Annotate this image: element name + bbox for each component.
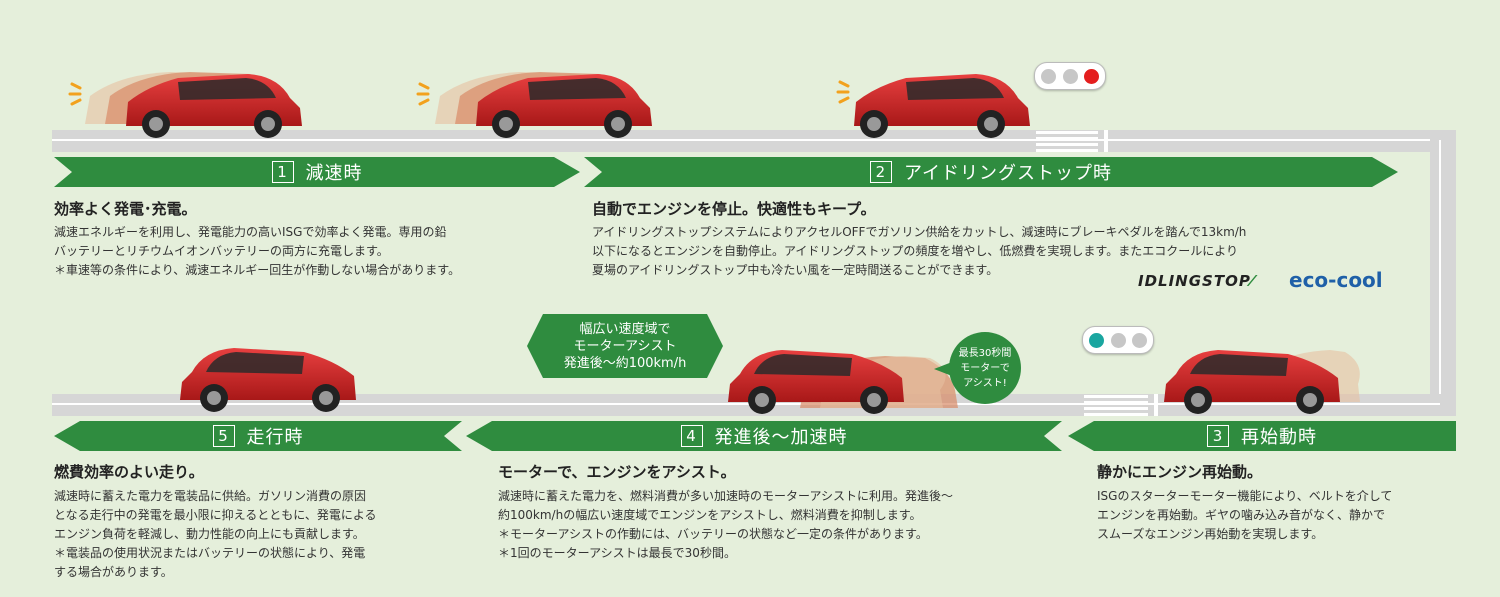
idling-stop-logo-text: IDLINGSTOP: [1138, 272, 1251, 290]
step-2-line: 以下になるとエンジンを自動停止。アイドリングストップの頻度を増やし、低燃費を実現…: [592, 244, 1238, 258]
idling-stop-logo: IDLINGSTOP⁄: [1138, 272, 1254, 290]
step-3-line: エンジンを再始動。ギヤの噛み込み音がなく、静かで: [1097, 508, 1386, 522]
bubble-line: 最長30秒間: [958, 347, 1012, 359]
step-1-line: バッテリーとリチウムイオンバッテリーの両方に充電します。: [54, 244, 389, 258]
step-2-line: 夏場のアイドリングストップ中も冷たい風を一定時間送ることができます。: [592, 263, 999, 277]
signal-lamp-red: [1083, 68, 1099, 84]
step-2-banner: 2 アイドリングストップ時: [584, 157, 1398, 187]
step-1-heading: 効率よく発電･充電。: [54, 200, 197, 218]
assist-bubble: 最長30秒間 モーターで アシスト!: [949, 332, 1021, 404]
car-icon: [1164, 350, 1340, 414]
step-2-line: アイドリングストップシステムによりアクセルOFFでガソリン供給をカットし、減速時…: [592, 225, 1247, 239]
step-4-number: 4: [681, 425, 703, 447]
step-5-number: 5: [213, 425, 235, 447]
step-2-body: アイドリングストップシステムによりアクセルOFFでガソリン供給をカットし、減速時…: [592, 223, 1246, 280]
stop-line: [1154, 394, 1158, 416]
step-4-line: ＊1回のモーターアシストは最長で30秒間。: [498, 546, 736, 560]
step-2-title: アイドリングストップ時: [903, 163, 1113, 184]
bubble-line: モーターで: [960, 362, 1010, 374]
step-5-heading: 燃費効率のよい走り。: [54, 463, 204, 481]
step-4-line: 約100km/hの幅広い速度域でエンジンをアシストし、燃料消費を抑制します。: [498, 508, 922, 522]
crosswalk-icon: [1084, 395, 1148, 416]
callout-line: 発進後～約100km/h: [563, 355, 687, 371]
car-icon: [180, 348, 356, 412]
step-3-number: 3: [1207, 425, 1229, 447]
signal-lamp: [1041, 68, 1057, 84]
step-1-banner: 1 減速時: [54, 157, 580, 187]
step-3-title: 再始動時: [1241, 427, 1317, 448]
motor-assist-callout: 幅広い速度域で モーターアシスト 発進後～約100km/h: [527, 314, 723, 378]
callout-line: モーターアシスト: [573, 338, 677, 354]
step-4-title: 発進後～加速時: [714, 427, 848, 448]
step-5-title: 走行時: [246, 427, 304, 448]
car-icon: [854, 74, 1030, 138]
step-5-line: ＊電装品の使用状況またはバッテリーの状態により、発電: [54, 546, 366, 560]
callout-line: 幅広い速度域で: [579, 321, 671, 337]
step-3-heading: 静かにエンジン再始動。: [1097, 463, 1263, 481]
step-4-line: 減速時に蓄えた電力を、燃料消費が多い加速時のモーターアシストに利用。発進後～: [498, 489, 954, 503]
signal-lamp-green: [1089, 332, 1105, 348]
step-3-line: ISGのスターターモーター機能により、ベルトを介して: [1097, 489, 1393, 503]
crosswalk-icon: [1036, 131, 1098, 152]
signal-lamp: [1131, 332, 1147, 348]
step-4-banner: 4 発進後～加速時: [466, 421, 1062, 451]
car-icon: [126, 74, 302, 138]
step-5-body: 減速時に蓄えた電力を電装品に供給。ガソリン消費の原因 となる走行中の発電を最小限…: [54, 487, 377, 582]
signal-lamp: [1110, 332, 1126, 348]
step-5-banner: 5 走行時: [54, 421, 462, 451]
traffic-signal-icon: [1082, 326, 1154, 354]
step-2-heading: 自動でエンジンを停止。快適性もキープ。: [592, 200, 876, 218]
right-road: [1430, 130, 1456, 415]
car-icon: [476, 74, 652, 138]
stop-line: [1104, 130, 1108, 152]
eco-cool-logo: eco-cool: [1289, 268, 1383, 292]
step-4-line: ＊モーターアシストの作動には、バッテリーの状態など一定の条件があります。: [498, 527, 928, 541]
step-1-body: 減速エネルギーを利用し、発電能力の高いISGで効率よく発電。専用の鉛 バッテリー…: [54, 223, 460, 280]
step-4-body: 減速時に蓄えた電力を、燃料消費が多い加速時のモーターアシストに利用。発進後～ 約…: [498, 487, 953, 563]
bubble-tail: [934, 362, 952, 376]
step-3-line: スムーズなエンジン再始動を実現します。: [1097, 527, 1324, 541]
step-5-line: となる走行中の発電を最小限に抑えるとともに、発電による: [54, 508, 377, 522]
step-1-number: 1: [272, 161, 294, 183]
step-1-line: ＊車速等の条件により、減速エネルギー回生が作動しない場合があります。: [54, 263, 461, 277]
step-1-line: 減速エネルギーを利用し、発電能力の高いISGで効率よく発電。専用の鉛: [54, 225, 447, 239]
car-icon: [728, 350, 904, 414]
bubble-line: アシスト!: [963, 377, 1007, 389]
leaf-icon: ⁄: [1250, 272, 1255, 290]
traffic-signal-icon: [1034, 62, 1106, 90]
step-3-body: ISGのスターターモーター機能により、ベルトを介して エンジンを再始動。ギヤの噛…: [1097, 487, 1392, 544]
sound-wave-icon: [68, 80, 850, 106]
step-1-title: 減速時: [305, 163, 363, 184]
step-2-number: 2: [870, 161, 892, 183]
step-4-heading: モーターで、エンジンをアシスト。: [498, 463, 736, 481]
step-5-line: する場合があります。: [54, 565, 173, 579]
step-5-line: 減速時に蓄えた電力を電装品に供給。ガソリン消費の原因: [54, 489, 367, 503]
step-5-line: エンジン負荷を軽減し、動力性能の向上にも貢献します。: [54, 527, 365, 541]
signal-lamp: [1062, 68, 1078, 84]
step-3-banner: 3 再始動時: [1068, 421, 1456, 451]
